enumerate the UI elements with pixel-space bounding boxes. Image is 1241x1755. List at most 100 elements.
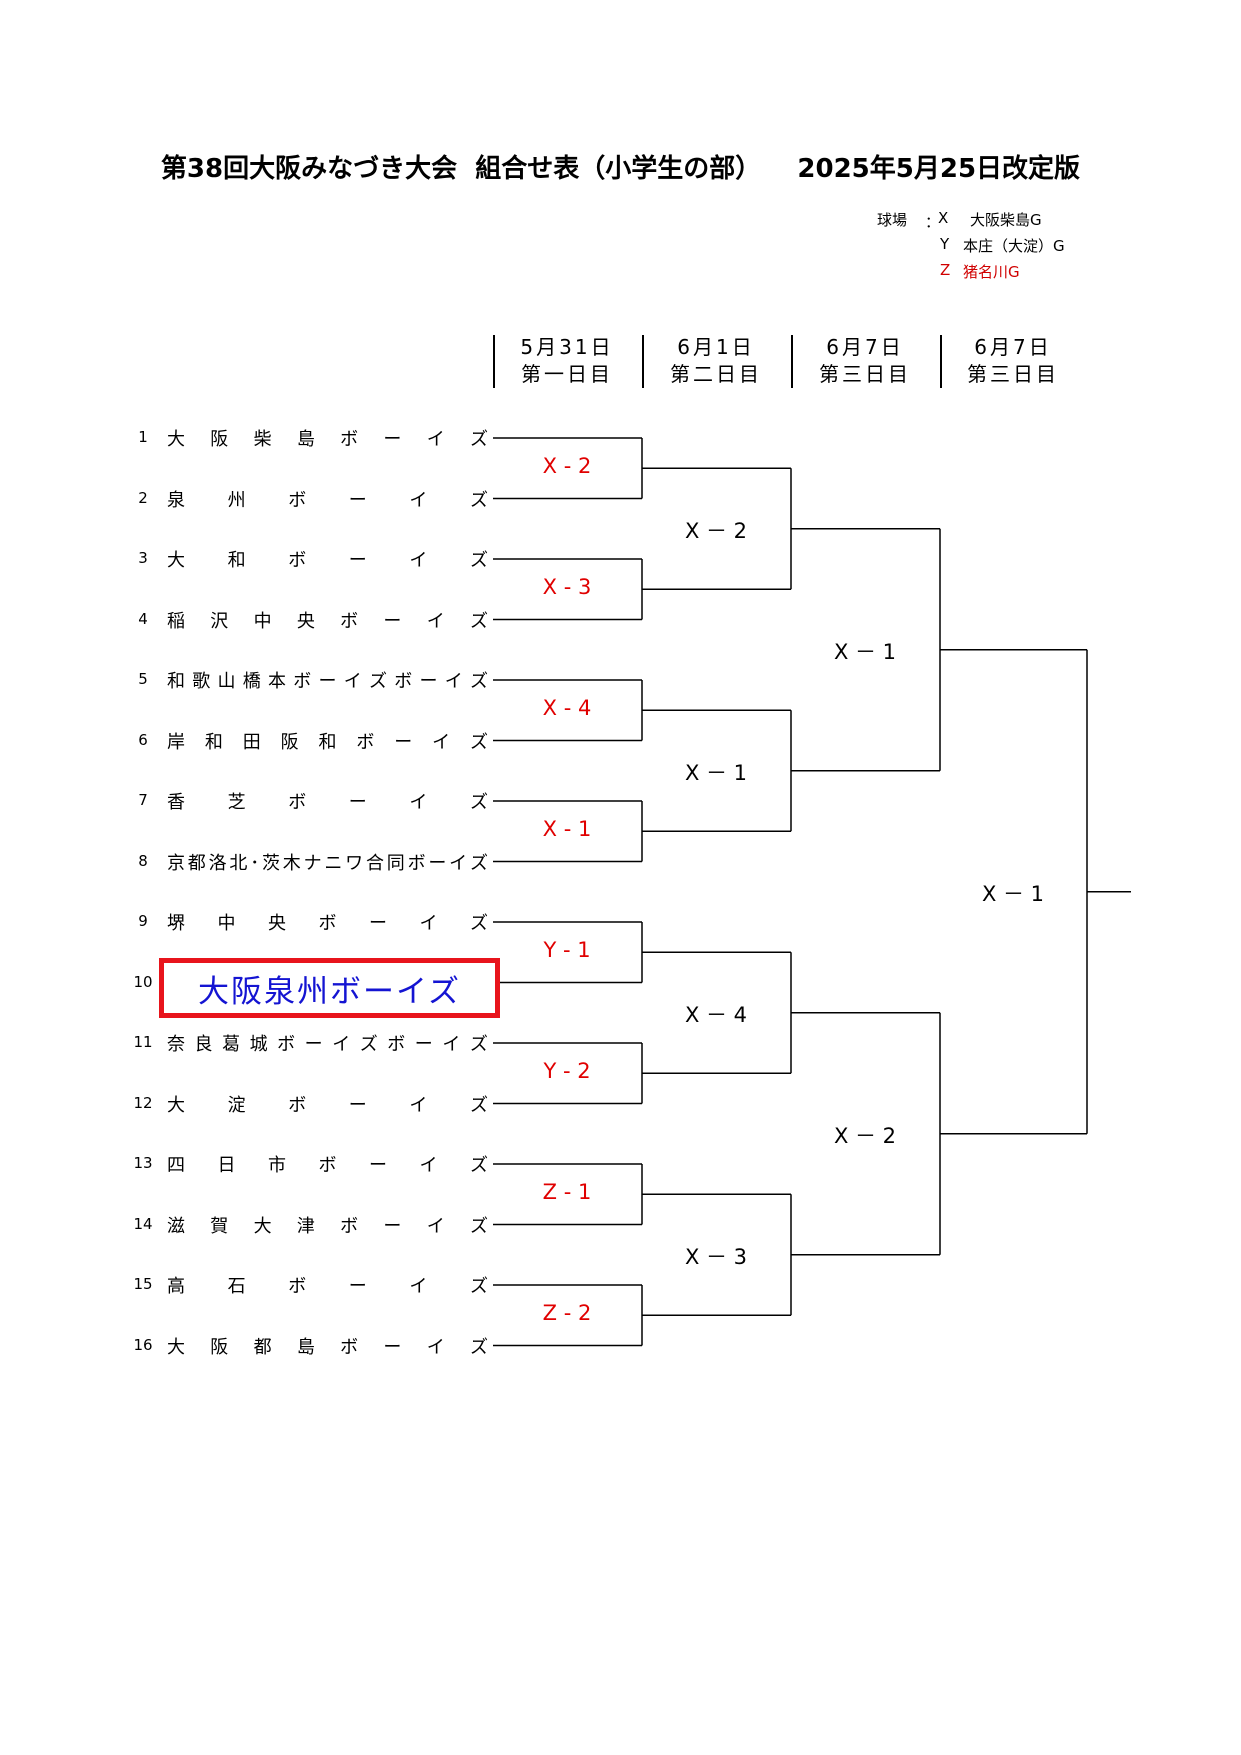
team-name: 岸和田阪和ボーイズ (167, 728, 488, 753)
team-number: 6 (138, 730, 148, 749)
team-name-char: イ (409, 489, 428, 511)
team-number: 1 (138, 428, 148, 446)
team-name-char: ズ (470, 1155, 488, 1176)
team-name-char: 和 (204, 731, 223, 753)
team-name-char: 島 (296, 1336, 315, 1358)
team-name-char: 芝 (227, 792, 246, 813)
venue-colon: ： (925, 213, 941, 231)
page-title: 第38回大阪みなづき大会 組合せ表（小学生の部） 2025年5月25日改定版 (160, 154, 1081, 184)
team-name-char: イ (449, 852, 468, 874)
team-name-char: 奈 (167, 1034, 185, 1055)
column-separator (791, 335, 793, 388)
team-name-char: ボ (340, 429, 359, 450)
team-name-char: 田 (242, 731, 261, 753)
team-name-char: イ (442, 1034, 461, 1055)
venue-code-y: Y (940, 235, 950, 253)
team-name-char: 歌 (192, 671, 211, 692)
team-name-char: ズ (470, 671, 488, 692)
team-name-char: 大 (167, 429, 185, 450)
round-day: 第二日目 (670, 362, 762, 386)
column-separator (940, 335, 942, 388)
team-number: 12 (133, 1093, 153, 1112)
game-label: X － 3 (684, 1244, 748, 1269)
game-label: X － 2 (684, 518, 748, 543)
team-name: 高石ボーイズ (167, 1272, 488, 1297)
team-number: 2 (138, 488, 148, 507)
team-name-char: ズ (469, 792, 488, 813)
team-name-char: 賀 (210, 1215, 229, 1237)
column-separator (642, 335, 644, 388)
team-name-char: ー (348, 792, 367, 813)
game-label: X - 3 (542, 575, 592, 600)
team-name-char: 本 (268, 671, 286, 692)
team-name-char: ー (414, 1034, 433, 1055)
team-name-char: ボ (387, 1034, 406, 1055)
team-name-char: 橋 (242, 671, 261, 692)
team-number: 11 (133, 1033, 153, 1051)
team-name-char: 淀 (227, 1094, 246, 1116)
team-name-char: イ (419, 913, 438, 934)
team-name-char: 津 (296, 1215, 315, 1237)
team-name: 稲沢中央ボーイズ (167, 607, 488, 632)
team-name-char: 柴 (253, 429, 272, 450)
team-name-char: ズ (469, 852, 488, 874)
team-name-char: 稲 (167, 610, 185, 632)
team-name-char: 日 (217, 1155, 236, 1176)
round-date: 6月7日 (974, 335, 1052, 359)
team-name: 堺中央ボーイズ (167, 909, 488, 934)
team-name-char: イ (426, 1336, 445, 1358)
team-name-char: 茨 (261, 852, 280, 874)
team-name-char: 葛 (222, 1034, 241, 1055)
game-label: X － 1 (684, 760, 748, 785)
round-day: 第三日目 (967, 362, 1059, 386)
team-name-char: ボ (340, 1215, 359, 1237)
team-name-char: 大 (167, 550, 185, 571)
team-name-char: 州 (227, 489, 246, 511)
team-name-char: 央 (296, 610, 315, 632)
game-label: X － 4 (684, 1002, 748, 1027)
team-name-char: ー (428, 852, 447, 874)
round-day: 第一日目 (521, 362, 613, 386)
team-number: 9 (138, 912, 148, 930)
team-name-char: 岸 (167, 731, 185, 753)
round-date: 5月31日 (520, 335, 614, 359)
team-name-char: ボ (340, 1336, 359, 1358)
game-label: Y - 1 (543, 938, 591, 963)
team-number: 14 (133, 1214, 153, 1233)
team-name-char: 高 (167, 1276, 185, 1297)
team-name-char: 同 (386, 852, 405, 874)
team-name-char: ー (348, 550, 367, 571)
team-name: 四日市ボーイズ (167, 1151, 488, 1176)
team-name-char: ー (348, 489, 367, 511)
team-name-char: 阪 (280, 731, 299, 753)
team-name-char: イ (432, 731, 451, 753)
game-label: Z - 2 (542, 1301, 592, 1326)
venue-name-z: 猪名川G (963, 263, 1020, 281)
team-number: 13 (133, 1154, 153, 1172)
game-label: Y - 2 (543, 1059, 591, 1084)
game-label: X - 1 (542, 817, 592, 842)
team-name-char: イ (444, 671, 463, 692)
team-name-char: 石 (227, 1276, 246, 1297)
team-name-char: 合 (365, 852, 384, 874)
team-name-char: 山 (217, 671, 236, 692)
team-name-char: 沢 (210, 610, 229, 632)
team-name-char: ボ (318, 1155, 337, 1176)
team-name-char: ズ (469, 1276, 488, 1297)
team-name-char: ー (383, 1215, 402, 1237)
team-name-char: イ (426, 429, 445, 450)
team-name-char: ワ (345, 852, 364, 874)
game-label: Z - 1 (542, 1180, 592, 1205)
team-name-char: イ (409, 792, 428, 813)
team-number: 5 (138, 670, 148, 688)
team-name-char: 四 (167, 1155, 185, 1176)
team-name: 滋賀大津ボーイズ (167, 1212, 488, 1237)
team-number: 4 (138, 609, 148, 628)
team-name-char: イ (409, 550, 428, 571)
team-name-char: イ (426, 610, 445, 632)
team-name-char: イ (426, 1215, 445, 1237)
game-label: X - 4 (542, 696, 592, 721)
team-number: 10 (133, 972, 153, 991)
team-name-char: ー (383, 1336, 402, 1358)
